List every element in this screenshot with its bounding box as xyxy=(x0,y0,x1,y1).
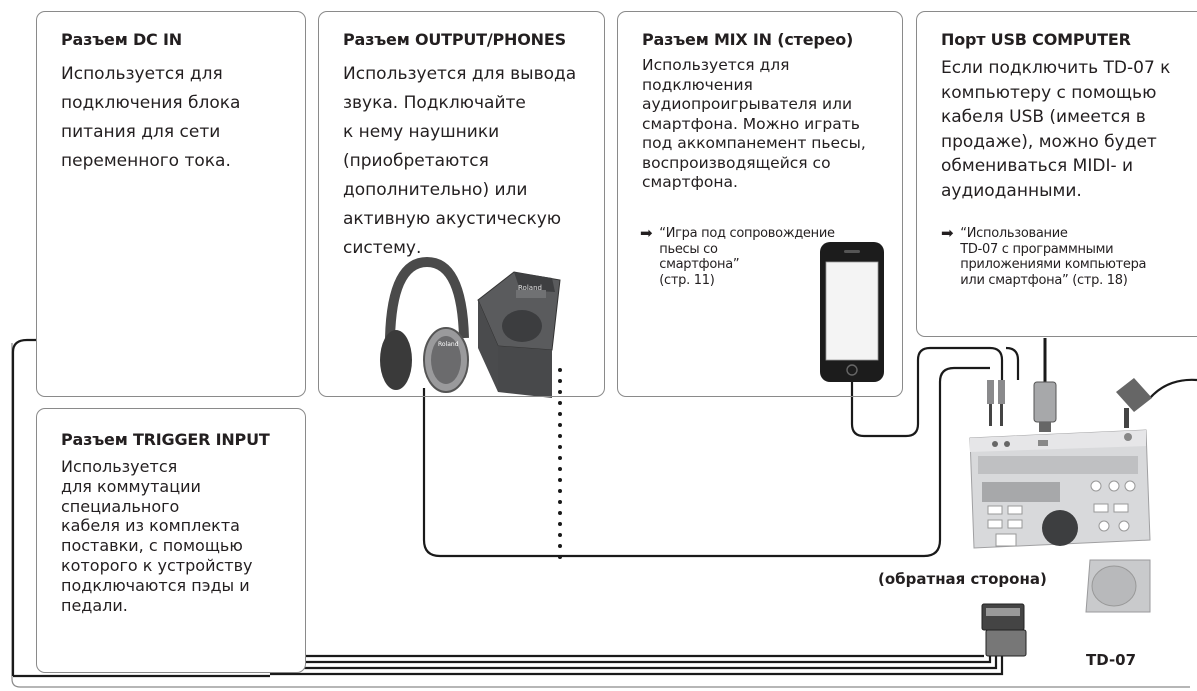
speaker-cable-dotted xyxy=(558,368,562,559)
arrow-right-icon: ➡ xyxy=(640,224,653,242)
dc-plug xyxy=(1116,378,1197,428)
trigger-input-box: Разъем TRIGGER INPUT Используется для ко… xyxy=(36,408,306,673)
trigger-input-title: Разъем TRIGGER INPUT xyxy=(61,430,270,449)
mix-in-title: Разъем MIX IN (стерео) xyxy=(642,30,854,49)
mix-in-reference-text: “Игра под сопровождение пьесы со смартфо… xyxy=(659,226,835,288)
smartphone-icon xyxy=(820,242,1004,438)
mix-in-box: Разъем MIX IN (стерео) Используется для … xyxy=(617,11,903,397)
usb-computer-reference[interactable]: ➡ “Использование TD-07 с программными пр… xyxy=(941,224,1147,288)
mix-in-plugs xyxy=(987,346,1020,426)
arrow-right-icon: ➡ xyxy=(941,224,954,242)
usb-computer-title: Порт USB COMPUTER xyxy=(941,30,1131,49)
usb-computer-description: Если подключить TD-07 к компьютеру с пом… xyxy=(941,58,1171,201)
output-phones-description: Используется для вывода звука. Подключай… xyxy=(343,64,577,258)
usb-computer-box: Порт USB COMPUTER Если подключить TD-07 … xyxy=(916,11,1197,337)
dc-in-box: Разъем DC IN Используется для подключени… xyxy=(36,11,306,397)
usb-computer-reference-text: “Использование TD-07 с программными прил… xyxy=(960,226,1147,288)
headphones-brand: Roland xyxy=(438,341,459,348)
dc-in-title: Разъем DC IN xyxy=(61,30,182,49)
output-phones-box: Разъем OUTPUT/PHONES Используется для вы… xyxy=(318,11,605,397)
speaker-brand: Roland xyxy=(518,284,542,292)
usb-plug-icon xyxy=(1033,338,1057,432)
mix-in-description: Используется для подключения аудиопроигр… xyxy=(642,56,866,191)
output-phones-title: Разъем OUTPUT/PHONES xyxy=(343,30,566,49)
trigger-input-description: Используется для коммутации специального… xyxy=(61,457,253,615)
device-label: TD-07 xyxy=(1086,651,1137,669)
headphones-icon: Roland xyxy=(380,256,990,558)
mix-in-reference[interactable]: ➡ “Игра под сопровождение пьесы со смарт… xyxy=(640,226,835,288)
trigger-connector-icon xyxy=(981,603,1027,657)
outer-frame xyxy=(11,343,1190,688)
back-side-label: (обратная сторона) xyxy=(878,570,1047,588)
td07-module-icon xyxy=(969,429,1151,613)
trigger-cable xyxy=(11,338,1004,678)
dc-in-description: Используется для подключения блока питан… xyxy=(61,64,241,171)
speaker-icon: Roland xyxy=(477,271,561,398)
